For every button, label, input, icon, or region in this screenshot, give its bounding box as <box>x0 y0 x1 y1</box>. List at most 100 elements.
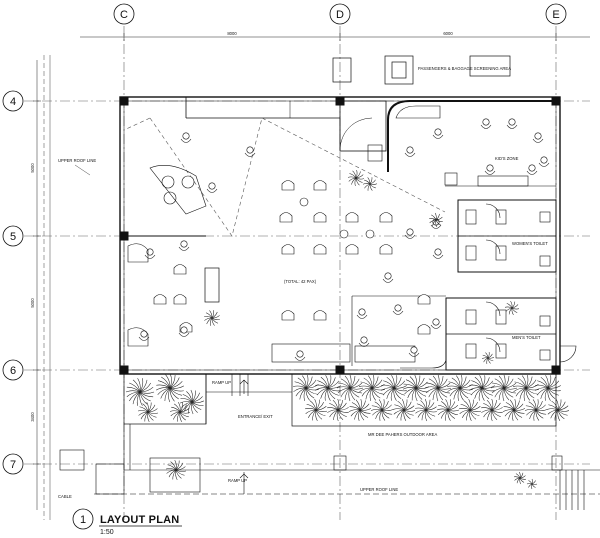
plant <box>327 398 349 422</box>
plant-leaf <box>305 387 318 395</box>
plant-leaf <box>315 402 324 411</box>
plant <box>512 374 540 402</box>
plant-leaf <box>511 301 516 309</box>
plant-leaf <box>447 409 460 412</box>
plant-leaf <box>182 394 193 403</box>
plant-leaf <box>469 387 483 391</box>
plant-leaf <box>315 387 329 391</box>
plant-leaf <box>349 375 356 389</box>
plant-leaf <box>355 399 361 411</box>
plant-leaf <box>393 387 405 396</box>
grid-col-d: D <box>336 9 344 21</box>
plant-leaf <box>425 409 437 413</box>
plant-leaf <box>344 387 351 401</box>
plant-leaf <box>547 387 556 400</box>
plant-leaf <box>469 409 477 420</box>
plant-leaf <box>547 387 559 396</box>
plant-leaf <box>516 477 521 484</box>
plant-leaf <box>175 469 185 476</box>
plant <box>156 373 184 403</box>
plant-leaf <box>462 409 471 418</box>
plant-leaf <box>511 307 514 315</box>
plant-leaf <box>519 472 524 479</box>
dimension-left-3: 3400 <box>30 412 35 422</box>
plant-leaf <box>173 411 181 420</box>
plant-leaf <box>481 409 493 413</box>
plant-leaf <box>414 374 417 389</box>
plant-leaf <box>544 387 549 401</box>
plant-leaf <box>191 396 203 403</box>
plant-leaf <box>429 218 437 221</box>
person-figure <box>486 164 494 172</box>
plant-leaf <box>381 401 389 411</box>
plant-leaf <box>358 409 361 422</box>
plant <box>381 375 407 401</box>
plants <box>125 169 570 490</box>
plant-leaf <box>447 385 461 389</box>
plant-leaf <box>529 409 537 419</box>
plant-leaf <box>459 387 473 391</box>
plant-leaf <box>362 183 371 185</box>
person-figure <box>180 326 188 334</box>
person-figure <box>144 254 156 259</box>
drawing-number: 1 <box>80 514 86 526</box>
plant-leaf <box>513 403 524 411</box>
plant-leaf <box>435 216 443 221</box>
plant-leaf <box>305 376 313 389</box>
plant-leaf <box>315 384 329 389</box>
plant-leaf <box>206 317 213 325</box>
plant-leaf <box>381 409 393 415</box>
plant-leaf <box>383 380 395 389</box>
plant-leaf <box>440 409 449 419</box>
plant-leaf <box>327 387 339 396</box>
plant-leaf <box>437 374 440 389</box>
plant-leaf <box>209 317 213 326</box>
plant-leaf <box>132 391 141 405</box>
plant-leaf <box>371 379 383 389</box>
plant-leaf <box>147 411 157 418</box>
plant-leaf <box>469 384 483 389</box>
plant-leaf <box>355 177 360 186</box>
plant-leaf <box>337 382 351 389</box>
plant-leaf <box>502 409 515 412</box>
plant-leaf <box>349 406 361 411</box>
plant-leaf <box>459 376 467 389</box>
plant-leaf <box>511 304 519 309</box>
plant-leaf <box>359 409 371 414</box>
plant-leaf <box>369 179 376 185</box>
drawing-title: LAYOUT PLAN <box>100 514 179 526</box>
plant-leaf <box>179 407 190 413</box>
plant-leaf <box>525 387 538 395</box>
plant-leaf <box>403 409 416 412</box>
title-block: 1 LAYOUT PLAN 1:50 <box>72 508 182 536</box>
plant-leaf <box>522 375 527 389</box>
plant-leaf <box>459 409 471 414</box>
plant-leaf <box>179 411 191 414</box>
plant-leaf <box>431 214 437 221</box>
plant-leaf <box>547 377 556 389</box>
plant-leaf <box>211 317 220 321</box>
plant-leaf <box>525 387 540 391</box>
plant-leaf <box>320 387 329 399</box>
plant <box>348 398 372 422</box>
plant-leaf <box>315 409 318 422</box>
plant-leaf <box>403 409 414 416</box>
plant <box>502 398 526 422</box>
plant-leaf <box>305 387 315 399</box>
plant-leaf <box>315 406 327 411</box>
plant-leaf <box>491 399 497 411</box>
plant-leaf <box>458 408 471 411</box>
furniture <box>127 105 550 369</box>
plant-leaf <box>451 377 461 389</box>
person-figure <box>208 182 216 190</box>
plant <box>526 478 538 490</box>
plant-leaf <box>535 401 543 411</box>
plant-leaf <box>487 353 493 359</box>
plant-leaf <box>211 317 215 326</box>
plant-leaf <box>191 401 194 415</box>
plant-leaf <box>400 409 405 421</box>
plant <box>293 375 319 401</box>
person-figure <box>406 146 414 154</box>
plant-leaf <box>191 400 205 403</box>
plant-leaf <box>557 405 569 411</box>
